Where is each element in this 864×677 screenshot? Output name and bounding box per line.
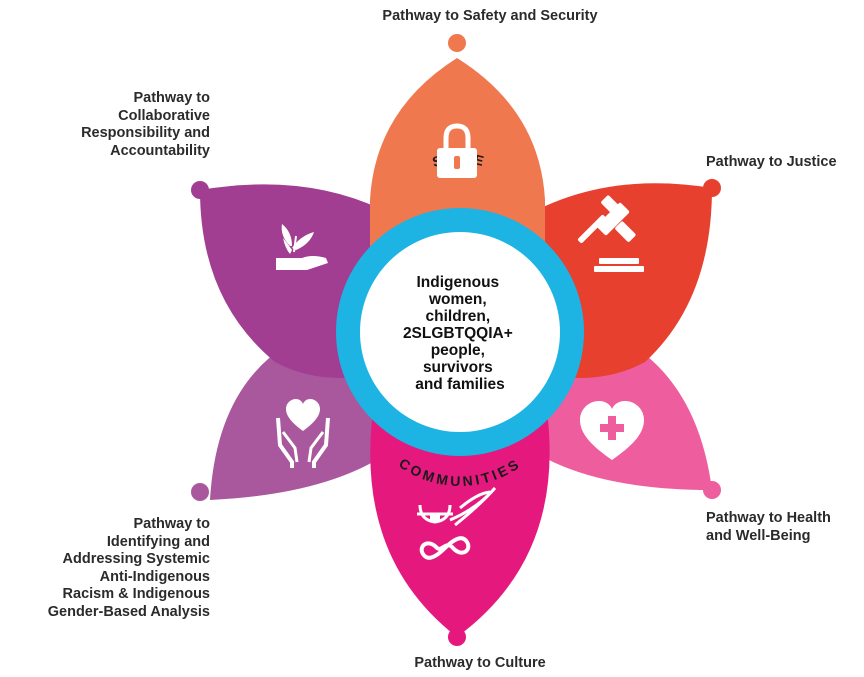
center-disc (360, 232, 560, 432)
label-culture: Pathway to Culture (400, 655, 560, 673)
label-line: Addressing Systemic (62, 551, 210, 567)
label-line: Pathway to Health (706, 510, 831, 526)
dot-racism (191, 483, 209, 501)
heart-plus-icon (580, 401, 644, 460)
gavel-icon (577, 195, 644, 272)
label-line: Pathway to (133, 90, 210, 106)
label-line: and Well-Being (706, 527, 811, 544)
label-line: Collaborative (118, 107, 210, 124)
pathway-dots (191, 34, 721, 646)
label-health: Pathway to Health and Well-Being (706, 510, 831, 545)
center-line: people, (431, 342, 485, 359)
label-line: Racism & Indigenous (62, 586, 210, 602)
dot-culture (448, 628, 466, 646)
label-safety: Pathway to Safety and Security (370, 8, 610, 26)
center-text: Indigenous women, children, 2SLGBTQQIA+ … (403, 274, 517, 393)
label-collab: Pathway to Collaborative Responsibility … (0, 90, 210, 160)
lock-icon (437, 123, 477, 178)
label-line: Pathway to Justice (706, 154, 837, 170)
center-line: 2SLGBTQQIA+ (403, 325, 513, 342)
culture-icon (417, 487, 497, 560)
dot-health (703, 481, 721, 499)
center-line: children, (426, 308, 491, 325)
label-line: Pathway to Culture (414, 655, 546, 671)
label-line: Gender-Based Analysis (47, 603, 210, 620)
center-circle: SAFE COMMUNITIES Indigenous women, child… (336, 150, 584, 489)
center-line: and families (415, 376, 505, 393)
center-line: women, (428, 291, 487, 308)
label-line: Accountability (110, 142, 210, 159)
label-line: Identifying and (106, 533, 210, 550)
hands-heart-icon (276, 399, 330, 468)
dot-safety (448, 34, 466, 52)
label-line: Pathway to (133, 516, 210, 532)
center-line: survivors (423, 359, 493, 376)
hand-plant-icon (276, 224, 328, 270)
dot-justice (703, 179, 721, 197)
label-justice: Pathway to Justice (706, 154, 837, 172)
label-line: Pathway to Safety and Security (382, 8, 598, 24)
dot-collab (191, 181, 209, 199)
label-line: Anti-Indigenous (99, 568, 210, 585)
label-racism: Pathway to Identifying and Addressing Sy… (0, 516, 210, 621)
center-line: Indigenous (417, 274, 500, 291)
label-line: Responsibility and (81, 125, 210, 141)
